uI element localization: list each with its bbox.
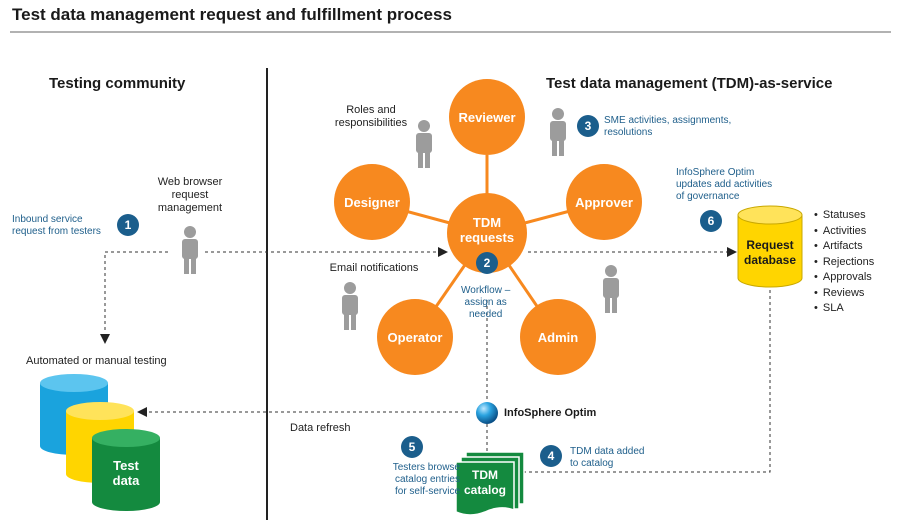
step-3-number: 3 (584, 119, 592, 133)
document-stack-icon (455, 451, 525, 516)
right-section-heading: Test data management (TDM)-as-service (546, 75, 833, 92)
db-item: Approvals (814, 270, 874, 286)
person-icon (603, 265, 619, 313)
test-data-database-icon (40, 374, 160, 511)
request-database-icon (737, 205, 803, 288)
operator-node-label: Operator (387, 330, 443, 345)
step-4-caption: TDM data added to catalog (570, 446, 645, 469)
role-circles (334, 79, 642, 375)
db-item: Reviews (814, 286, 874, 302)
page-title: Test data management request and fulfill… (12, 5, 452, 24)
person-icon (182, 226, 198, 274)
step-6-caption: InfoSphere Optim updates add activities … (676, 167, 773, 202)
reviewer-node-label: Reviewer (458, 110, 516, 125)
email-notifications-label: Email notifications (329, 262, 419, 274)
request-database-label: Request database (743, 238, 797, 267)
step-1-number: 1 (124, 218, 132, 232)
test-data-label: Test data (112, 458, 140, 488)
step-5-number: 5 (408, 440, 416, 454)
step-badges (117, 115, 722, 467)
step-1-caption: Inbound service request from testers (12, 214, 101, 237)
automated-testing-label: Automated or manual testing (26, 355, 167, 367)
roles-responsibilities-label: Roles and responsibilities (334, 104, 408, 129)
infosphere-optim-label: InfoSphere Optim (504, 407, 597, 419)
step-2-caption: Workflow – assign as needed (461, 285, 511, 320)
db-item: Statuses (814, 208, 874, 224)
tdm-catalog-label: TDM catalog (463, 468, 506, 497)
step-4-number: 4 (547, 449, 555, 463)
web-browser-label: Web browser request management (157, 176, 223, 214)
db-item: SLA (814, 301, 874, 317)
person-icon (550, 108, 566, 156)
approver-node-label: Approver (575, 195, 633, 210)
request-database-items: StatusesActivitiesArtifactsRejectionsApp… (814, 208, 874, 317)
left-section-heading: Testing community (49, 75, 186, 92)
db-item: Activities (814, 224, 874, 240)
hub-node-label: TDM requests (459, 215, 515, 245)
step-6-number: 6 (707, 214, 715, 228)
step-5-caption: Testers browse catalog entries for self-… (392, 462, 460, 497)
step-3-caption: SME activities, assignments, resolutions (604, 115, 732, 138)
db-item: Artifacts (814, 239, 874, 255)
person-icons (182, 108, 619, 330)
person-icon (416, 120, 432, 168)
db-item: Rejections (814, 255, 874, 271)
admin-node-label: Admin (537, 330, 579, 345)
step-2-number: 2 (483, 256, 491, 270)
globe-icon (476, 402, 498, 424)
data-refresh-label: Data refresh (290, 422, 351, 434)
flow-lines (104, 251, 771, 473)
person-icon (342, 282, 358, 330)
flow-arrowheads (100, 247, 737, 417)
designer-node-label: Designer (344, 195, 400, 210)
